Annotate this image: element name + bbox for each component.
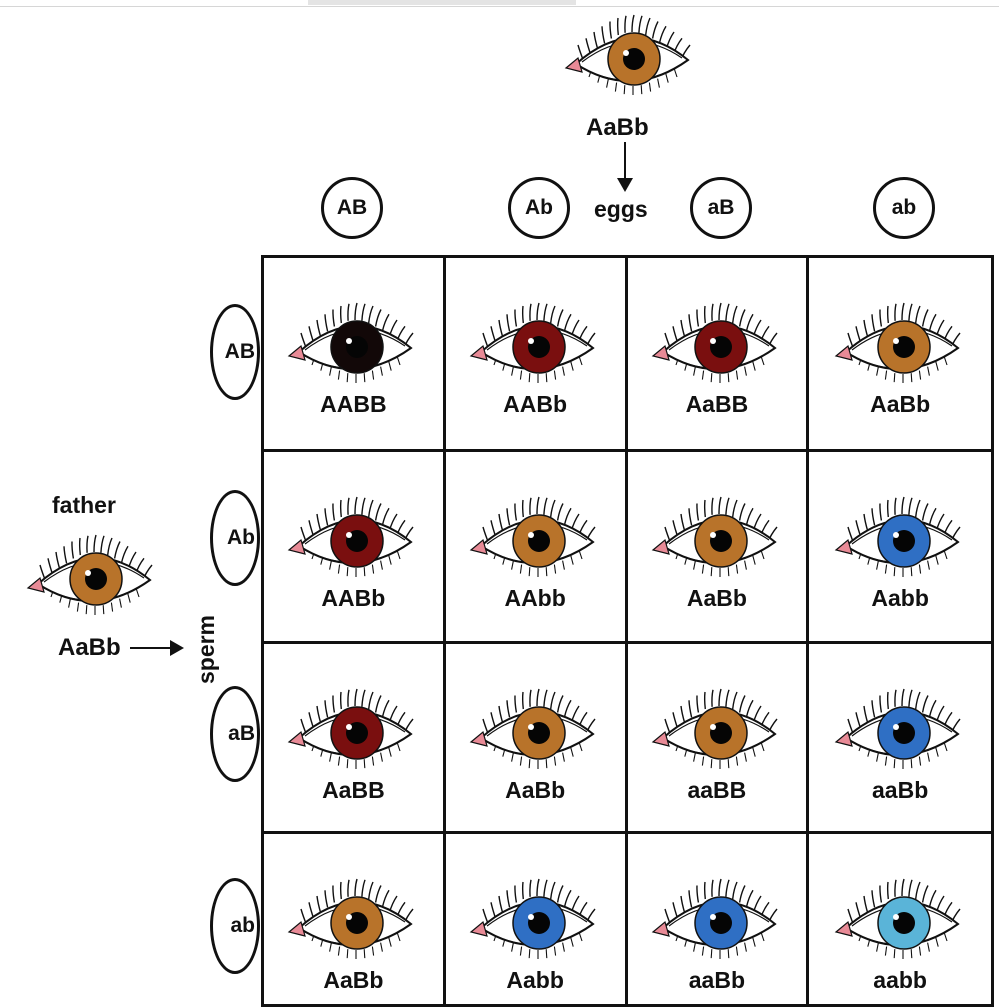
sperm-gamete-3: aB [210,686,260,782]
sperm-arrow-shaft [130,647,172,649]
eye-icon [834,878,961,959]
punnett-cell-r4c3: aaBb [628,834,810,1004]
mother-genotype: AaBb [586,114,649,141]
top-border [0,0,999,7]
eye-icon [834,302,961,383]
father-label: father [52,492,116,518]
punnett-cell-r4c4: aabb [809,834,991,1004]
punnett-cell-r4c1: AaBb [264,834,446,1004]
father-eye-icon [26,534,153,615]
sperm-label: sperm [193,614,220,685]
cell-genotype: AaBb [686,585,747,611]
punnett-grid: AABB AABb AaBB AaBb [261,255,994,1007]
punnett-cell-r3c4: aaBb [809,644,991,834]
eye-icon [651,878,778,959]
father-genotype: AaBb [58,634,121,661]
eye-icon [651,496,778,577]
cell-genotype: AABB [320,391,387,417]
eye-icon [288,688,414,769]
punnett-cell-r1c4: AaBb [809,258,991,452]
eye-icon [469,688,596,769]
cell-genotype: AaBb [505,777,566,803]
top-tab [308,0,576,5]
eye-icon [469,878,596,959]
punnett-cell-r2c3: AaBb [627,452,810,644]
punnett-cell-r1c2: AABb [445,258,628,452]
cell-genotype: AAbb [504,585,566,611]
punnett-cell-r2c2: AAbb [445,452,628,644]
sperm-gamete-1: AB [210,304,260,400]
punnett-cell-r3c3: aaBB [627,644,810,834]
eggs-arrow-shaft [624,142,626,182]
egg-gamete-1: AB [321,177,383,239]
eggs-arrow-head [617,178,633,192]
egg-gamete-3: aB [690,177,752,239]
egg-gamete-2: Ab [508,177,570,239]
eggs-label: eggs [594,196,648,222]
eye-icon [288,496,414,577]
eye-icon [834,496,961,577]
punnett-cell-r2c1: AABb [264,452,446,644]
eye-icon [469,302,596,383]
cell-genotype: AaBb [870,391,931,417]
eye-icon [651,302,778,383]
eye-icon [651,688,778,769]
father-eye [24,530,160,630]
cell-genotype: AaBb [323,967,384,993]
egg-gamete-4: ab [873,177,935,239]
cell-genotype: AABb [503,391,568,417]
cell-genotype: aabb [873,967,927,993]
sperm-arrow-head [170,640,184,656]
punnett-cell-r1c1: AABB [264,258,446,452]
punnett-cell-r4c2: Aabb [446,834,628,1004]
punnett-cell-r2c4: Aabb [809,452,991,644]
cell-genotype: Aabb [871,585,929,611]
cell-genotype: AaBB [685,391,749,417]
sperm-gamete-4: ab [210,878,260,974]
punnett-cell-r1c3: AaBB [627,258,810,452]
mother-eye-icon [564,14,691,95]
eye-icon [469,496,596,577]
cell-genotype: aaBb [872,777,929,803]
punnett-cell-r3c2: AaBb [445,644,628,834]
cell-genotype: AaBB [322,777,385,803]
mother-eye [562,10,698,110]
punnett-cell-r3c1: AaBB [264,644,446,834]
cell-genotype: aaBB [687,777,747,803]
cell-genotype: AABb [321,585,386,611]
cell-genotype: Aabb [506,967,564,993]
cell-genotype: aaBb [688,967,745,993]
sperm-gamete-2: Ab [210,490,260,586]
eye-icon [288,878,414,959]
eye-icon [834,688,961,769]
eye-icon [288,302,414,383]
